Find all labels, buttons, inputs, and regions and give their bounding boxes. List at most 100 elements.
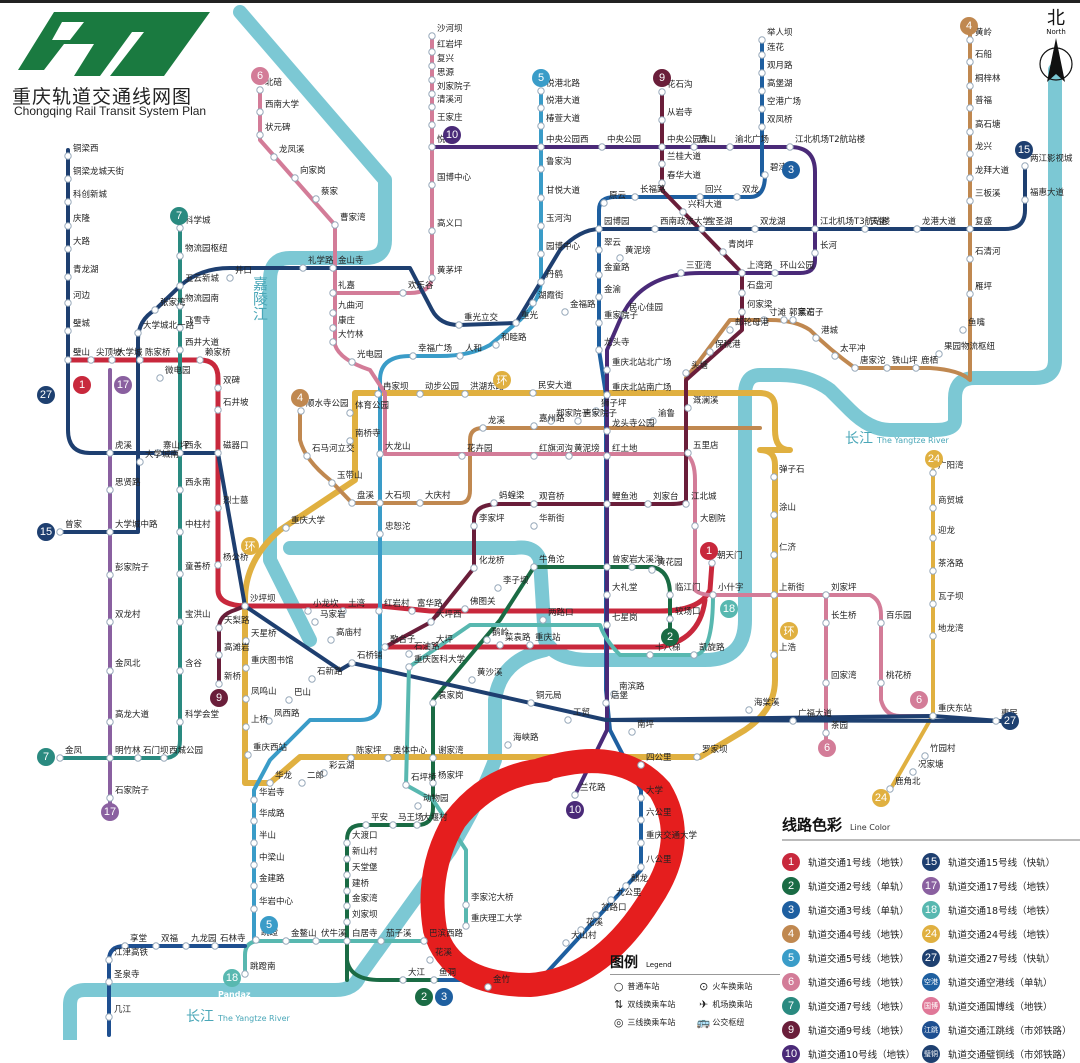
- station-dot[interactable]: [929, 632, 937, 640]
- station-label[interactable]: 微电园: [165, 366, 191, 376]
- station-dot[interactable]: [631, 193, 639, 201]
- station-dot[interactable]: [343, 902, 351, 910]
- station-label[interactable]: 花卉园: [467, 444, 493, 454]
- station-dot[interactable]: [242, 723, 250, 731]
- station-label[interactable]: 五里店: [693, 441, 719, 451]
- station-dot[interactable]: [291, 174, 299, 182]
- station-label[interactable]: 江北城: [691, 492, 717, 502]
- station-label[interactable]: 麒龙: [631, 874, 649, 884]
- station-label[interactable]: 尖顶坡: [96, 348, 122, 358]
- station-label[interactable]: 渝北广场: [735, 135, 770, 145]
- station-dot[interactable]: [347, 754, 355, 762]
- station-dot[interactable]: [637, 761, 645, 769]
- station-label[interactable]: 茄子溪: [386, 929, 412, 939]
- station-dot[interactable]: [176, 324, 184, 332]
- station-dot[interactable]: [241, 602, 249, 610]
- station-label[interactable]: 大庆村: [425, 491, 451, 501]
- line-badge[interactable]: 6: [251, 67, 269, 85]
- station-label[interactable]: 金童路: [604, 263, 630, 273]
- station-label[interactable]: 莲花: [767, 43, 785, 53]
- station-label[interactable]: 重庆交通大学: [646, 831, 698, 841]
- station-label[interactable]: 庆隆: [73, 214, 91, 224]
- station-label[interactable]: 重光: [521, 311, 539, 321]
- station-label[interactable]: 欢乐谷: [408, 281, 434, 291]
- station-label[interactable]: 园博园: [604, 217, 630, 227]
- line-badge[interactable]: 10: [443, 126, 461, 144]
- station-label[interactable]: 烈士墓: [223, 496, 249, 506]
- station-dot[interactable]: [376, 499, 384, 507]
- station-dot[interactable]: [303, 452, 311, 460]
- station-dot[interactable]: [628, 728, 636, 736]
- station-dot[interactable]: [564, 716, 572, 724]
- station-label[interactable]: 海峡路: [513, 733, 539, 743]
- station-label[interactable]: 刘家院子: [437, 82, 472, 92]
- station-dot[interactable]: [603, 452, 611, 460]
- station-dot[interactable]: [241, 970, 249, 978]
- station-dot[interactable]: [628, 563, 636, 571]
- station-dot[interactable]: [468, 676, 476, 684]
- station-dot[interactable]: [428, 62, 436, 70]
- station-label[interactable]: 动物园: [423, 794, 449, 804]
- station-label[interactable]: 民安大道: [538, 381, 573, 391]
- station-dot[interactable]: [134, 754, 142, 762]
- station-dot[interactable]: [690, 651, 698, 659]
- station-dot[interactable]: [426, 956, 434, 964]
- station-dot[interactable]: [214, 449, 222, 457]
- station-dot[interactable]: [56, 528, 64, 536]
- station-label[interactable]: 仁济: [779, 543, 797, 553]
- station-dot[interactable]: [811, 225, 819, 233]
- line-badge[interactable]: 18: [720, 600, 738, 618]
- station-dot[interactable]: [308, 675, 316, 683]
- station-dot[interactable]: [151, 306, 159, 314]
- line-badge[interactable]: 17: [114, 376, 132, 394]
- station-label[interactable]: 地龙湾: [938, 624, 964, 634]
- station-label[interactable]: 复兴: [437, 54, 455, 64]
- station-dot[interactable]: [929, 504, 937, 512]
- station-dot[interactable]: [106, 571, 114, 579]
- station-dot[interactable]: [428, 181, 436, 189]
- station-label[interactable]: 唐家院子: [583, 409, 618, 419]
- station-label[interactable]: 刘家坪: [831, 583, 857, 593]
- station-dot[interactable]: [176, 302, 184, 310]
- station-label[interactable]: 六公里: [646, 808, 672, 818]
- station-label[interactable]: 观月路: [767, 61, 793, 71]
- station-dot[interactable]: [409, 352, 417, 360]
- station-dot[interactable]: [428, 227, 436, 235]
- station-label[interactable]: 回兴: [705, 185, 723, 195]
- station-dot[interactable]: [362, 821, 370, 829]
- line-badge[interactable]: 10: [566, 801, 584, 819]
- line-badge[interactable]: 3: [782, 161, 800, 179]
- station-label[interactable]: 大学城北一路: [143, 321, 195, 331]
- station-label[interactable]: 悦港大道: [546, 96, 581, 106]
- station-dot[interactable]: [64, 222, 72, 230]
- station-dot[interactable]: [343, 937, 351, 945]
- station-dot[interactable]: [214, 561, 222, 569]
- station-dot[interactable]: [214, 504, 222, 512]
- station-label[interactable]: 虎溪: [115, 441, 133, 451]
- station-label[interactable]: 郑家院子: [556, 409, 591, 419]
- station-dot[interactable]: [461, 605, 469, 613]
- station-dot[interactable]: [929, 712, 937, 720]
- station-dot[interactable]: [348, 499, 356, 507]
- station-dot[interactable]: [966, 36, 974, 44]
- station-dot[interactable]: [211, 942, 219, 950]
- station-label[interactable]: 高滩岩: [224, 643, 250, 653]
- station-label[interactable]: 华岩寺: [259, 788, 285, 798]
- station-label[interactable]: 大路: [73, 237, 91, 247]
- station-label[interactable]: 大剧院: [700, 514, 726, 524]
- station-label[interactable]: 商贸城: [938, 496, 964, 506]
- station-label[interactable]: 重庆理工大学: [471, 914, 523, 924]
- station-label[interactable]: 上湾路: [747, 261, 773, 271]
- station-label[interactable]: 从岩寺: [667, 108, 693, 118]
- station-dot[interactable]: [684, 449, 692, 457]
- station-label[interactable]: 较场口: [675, 607, 701, 617]
- station-dot[interactable]: [811, 249, 819, 257]
- station-label[interactable]: 红岩坪: [437, 40, 463, 50]
- station-dot[interactable]: [182, 942, 190, 950]
- station-label[interactable]: 杨家坪: [438, 771, 464, 781]
- station-dot[interactable]: [602, 699, 610, 707]
- station-dot[interactable]: [399, 976, 407, 984]
- station-dot[interactable]: [959, 326, 967, 334]
- station-dot[interactable]: [658, 160, 666, 168]
- station-label[interactable]: 重庆医科大学: [414, 655, 466, 665]
